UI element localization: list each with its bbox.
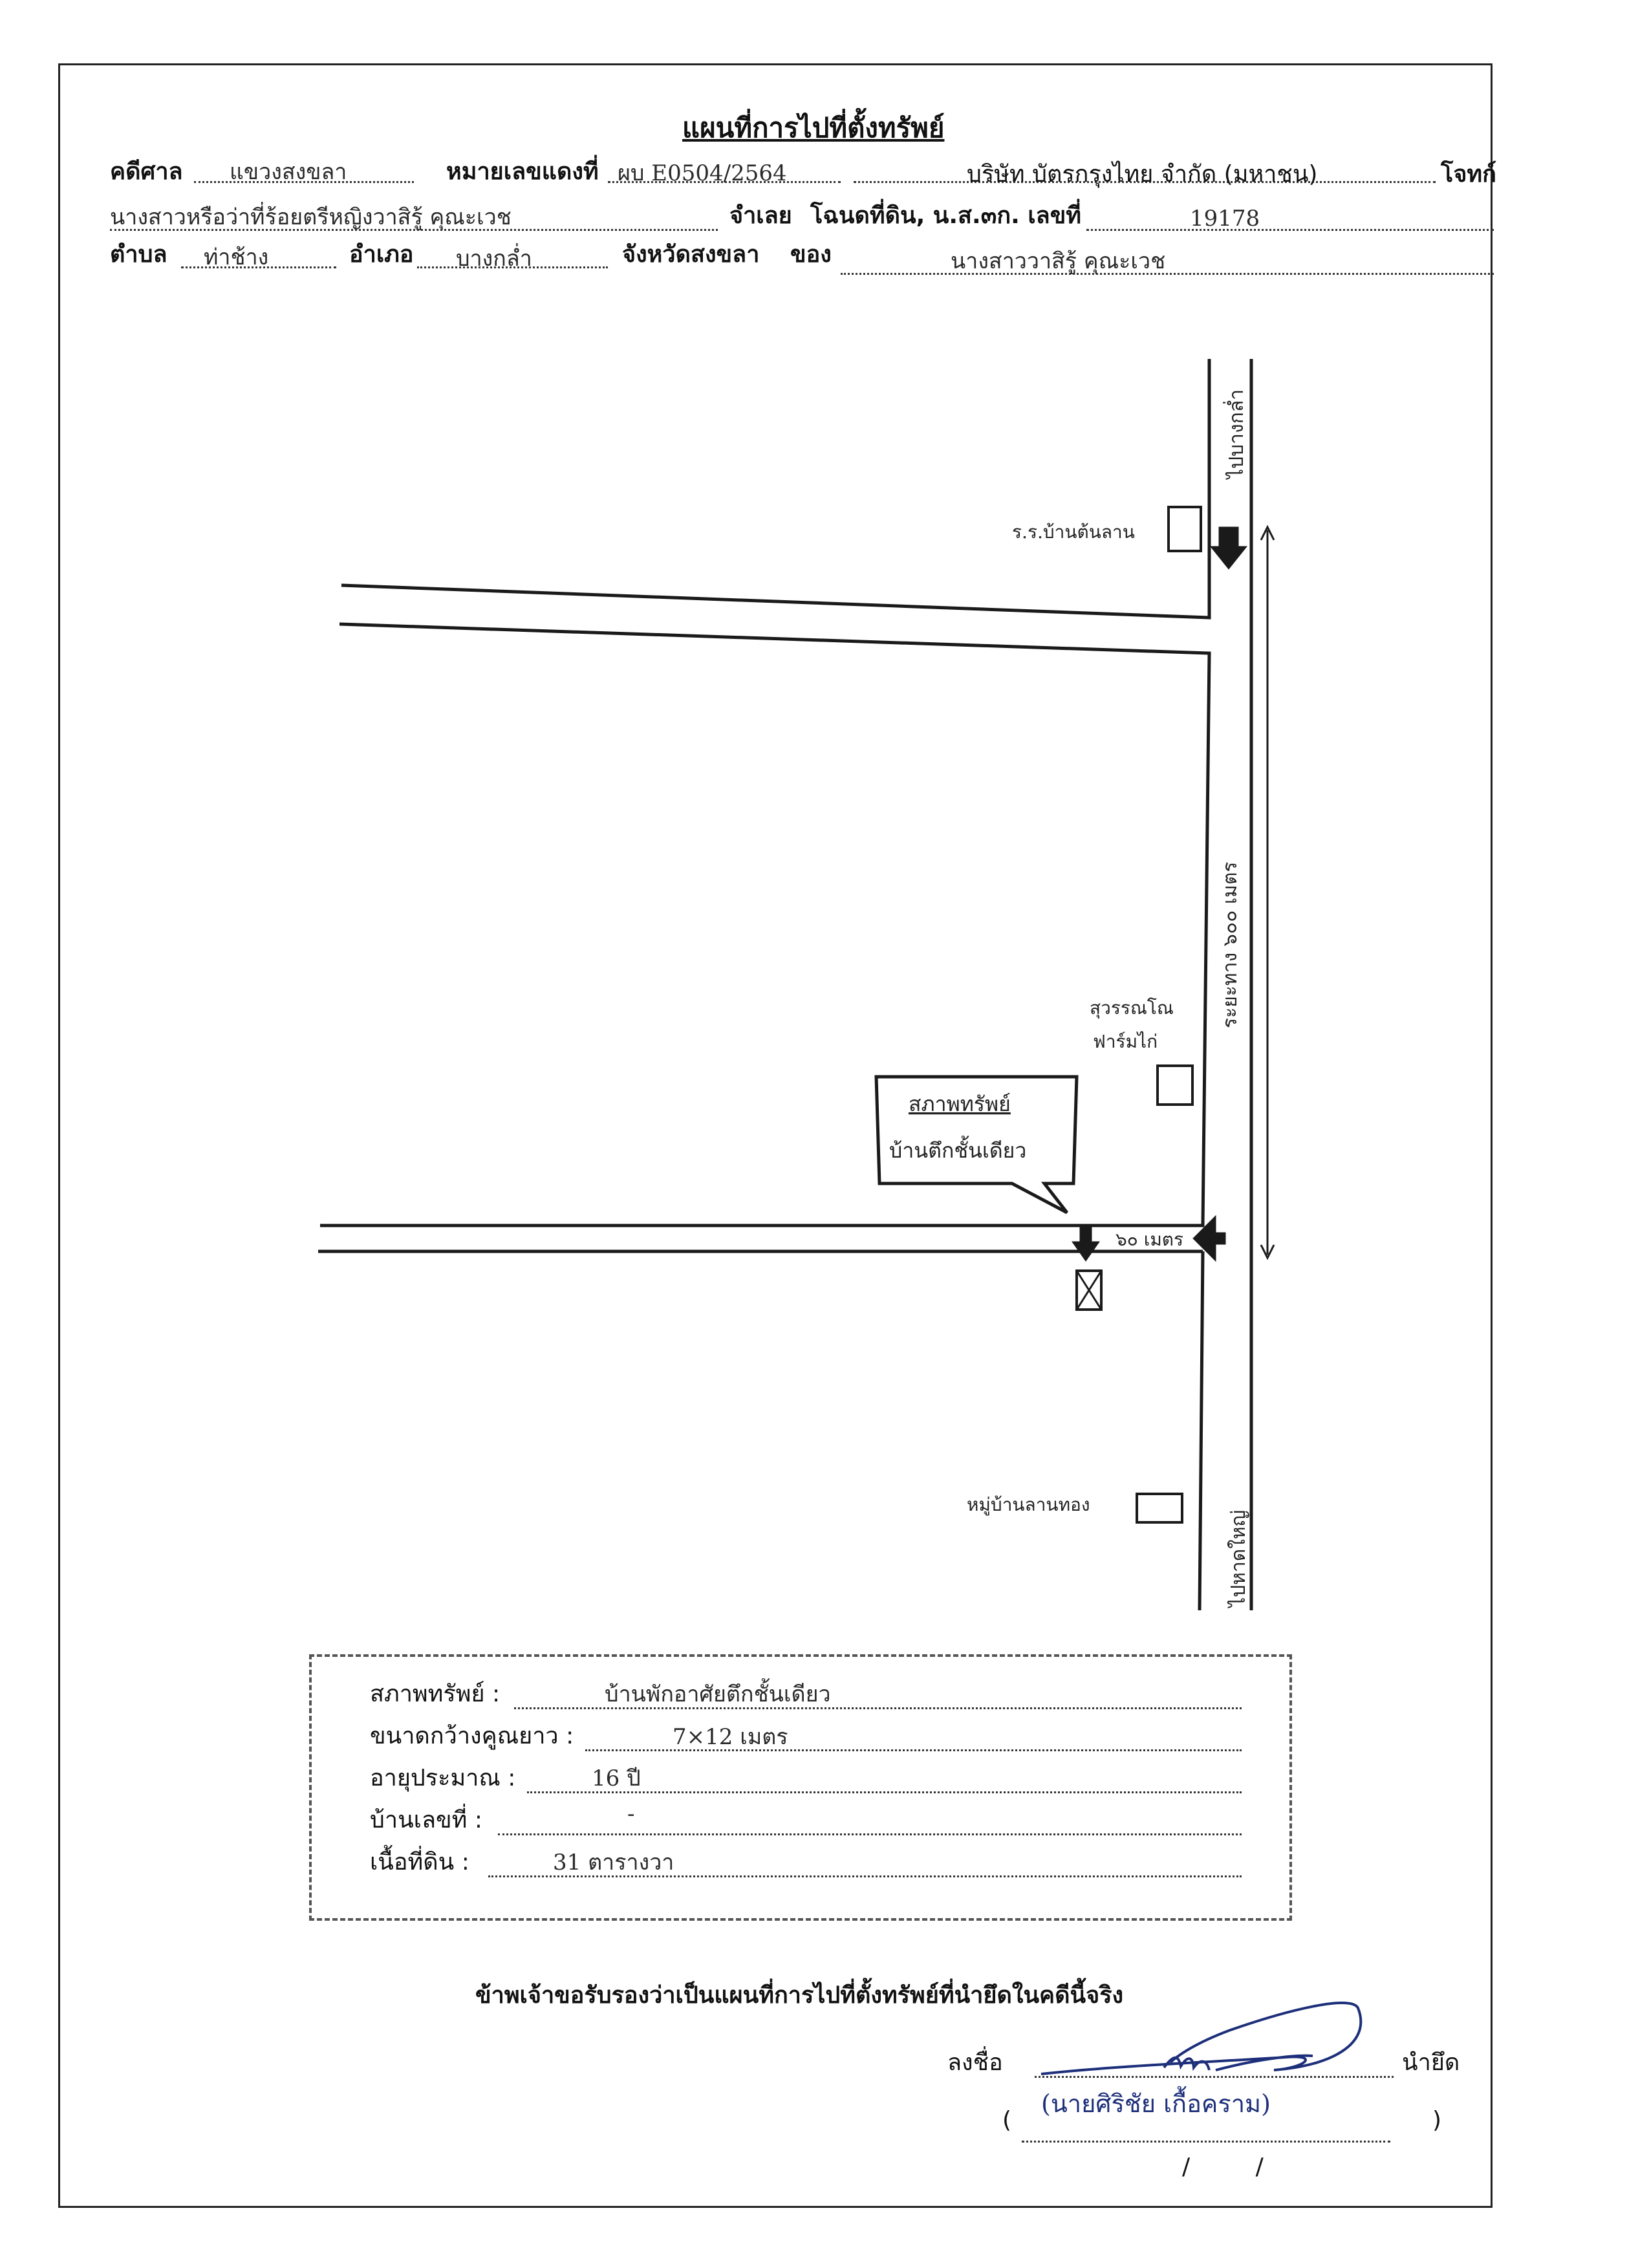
- date-line: / /: [1182, 2154, 1264, 2180]
- subdistrict-value: ท่าช้าง: [204, 244, 269, 270]
- condition-label: สภาพทรัพย์ :: [370, 1681, 501, 1707]
- signer-name: (นายศิริชัย เกื้อคราม): [1041, 2090, 1271, 2118]
- house-no-label: บ้านเลขที่ :: [370, 1807, 482, 1833]
- defendant-name: นางสาวหรือว่าที่ร้อยตรีหญิงวาสิรู้ คุณะเ…: [110, 204, 512, 230]
- owner-value: นางสาววาสิรู้ คุณะเวช: [951, 248, 1166, 274]
- defendant-label: จำเลย: [729, 202, 792, 229]
- distance-arrow-top: [1260, 524, 1275, 541]
- owner-underline: [841, 273, 1494, 275]
- deed-label: โฉนดที่ดิน, น.ส.๓ก. เลขที่: [810, 202, 1082, 229]
- distance-arrow-bottom: [1260, 1244, 1275, 1260]
- callout-title: สภาพทรัพย์: [909, 1092, 1011, 1116]
- village-box: [1136, 1493, 1183, 1524]
- condition-value: บ้านพักอาศัยตึกชั้นเดียว: [605, 1681, 831, 1707]
- paren-close: ): [1432, 2107, 1442, 2133]
- land-area-underline: [488, 1875, 1242, 1877]
- role-label: นำยึด: [1402, 2049, 1460, 2076]
- junction-lower-edge: [320, 622, 1211, 1227]
- size-value: 7×12 เมตร: [673, 1724, 788, 1750]
- age-label: อายุประมาณ :: [370, 1765, 516, 1791]
- distance-road-label: ระยะทาง ๖๐๐ เมตร: [1219, 861, 1242, 1028]
- deed-value: 19178: [1190, 206, 1260, 232]
- land-area-label: เนื้อที่ดิน :: [370, 1849, 469, 1875]
- signature-scribble: [1040, 2002, 1363, 2075]
- court-value: แขวงสงขลา: [230, 159, 347, 185]
- page-title: แผนที่การไปที่ตั้งทรัพย์: [682, 112, 945, 144]
- callout-bubble: [874, 1075, 1079, 1215]
- arrow-down-icon: [1209, 526, 1248, 570]
- village-label: หมู่บ้านลานทอง: [967, 1494, 1090, 1516]
- size-underline: [585, 1749, 1242, 1751]
- sign-label: ลงชื่อ: [947, 2049, 1003, 2076]
- to-hatyai-label: ไปหาดใหญ่: [1227, 1510, 1250, 1608]
- land-area-value: 31 ตารางวา: [553, 1850, 674, 1875]
- sign-underline: [1035, 2076, 1394, 2078]
- age-value: 16 ปี: [592, 1766, 641, 1791]
- plaintiff-label: โจทก์: [1441, 161, 1496, 188]
- subdistrict-underline: [181, 266, 336, 268]
- province-label: จังหวัดสงขลา: [622, 241, 760, 268]
- court-label: คดีศาล: [110, 158, 183, 185]
- paren-open: (: [1002, 2107, 1012, 2133]
- size-label: ขนาดกว้างคูณยาว :: [370, 1723, 574, 1749]
- document-border: [58, 63, 1493, 2208]
- plaintiff-name: บริษัท บัตรกรุงไทย จำกัด (มหาชน): [967, 161, 1318, 188]
- case-no-underline: [608, 181, 841, 183]
- callout-desc: บ้านตึกชั้นเดียว: [889, 1136, 1026, 1163]
- case-no-value: ผบ E0504/2564: [618, 160, 787, 186]
- certification-text: ข้าพเจ้าขอรับรองว่าเป็นแผนที่การไปที่ตั้…: [475, 1982, 1124, 2009]
- court-underline: [194, 181, 414, 183]
- arrow-left-icon: [1192, 1215, 1226, 1262]
- owner-label: ของ: [790, 241, 832, 268]
- subdistrict-label: ตำบล: [110, 241, 167, 268]
- farm-box: [1156, 1064, 1194, 1106]
- property-marker: [1075, 1269, 1103, 1311]
- name-underline: [1022, 2141, 1390, 2143]
- plaintiff-underline: [854, 181, 1436, 183]
- main-road-left-edge-upper: [341, 359, 1211, 620]
- route-map: ไปบางกล่ำ ร.ร.บ้านต้นลาน ระยะทาง ๖๐๐ เมต…: [318, 359, 1275, 1611]
- farm-label-2: ฟาร์มไก่: [1093, 1031, 1158, 1052]
- property-arrow-icon: [1072, 1225, 1100, 1262]
- farm-label-1: สุวรรณโณ: [1090, 997, 1174, 1019]
- age-underline: [527, 1791, 1242, 1793]
- house-no-value: -: [627, 1801, 635, 1827]
- school-box: [1167, 506, 1202, 552]
- to-bangklam-label: ไปบางกล่ำ: [1223, 389, 1248, 480]
- condition-underline: [514, 1707, 1242, 1709]
- case-no-label: หมายเลขแดงที่: [446, 158, 599, 185]
- district-label: อำเภอ: [349, 241, 414, 268]
- district-underline: [417, 266, 608, 268]
- deed-underline: [1086, 229, 1494, 231]
- house-no-underline: [498, 1833, 1242, 1835]
- defendant-underline: [110, 229, 718, 231]
- school-label: ร.ร.บ้านต้นลาน: [1012, 521, 1135, 543]
- distance-lane-label: ๖๐ เมตร: [1116, 1229, 1183, 1250]
- main-road-left-edge-lower: [1198, 1251, 1205, 1611]
- district-value: บางกล่ำ: [456, 246, 532, 272]
- details-box: [309, 1654, 1292, 1921]
